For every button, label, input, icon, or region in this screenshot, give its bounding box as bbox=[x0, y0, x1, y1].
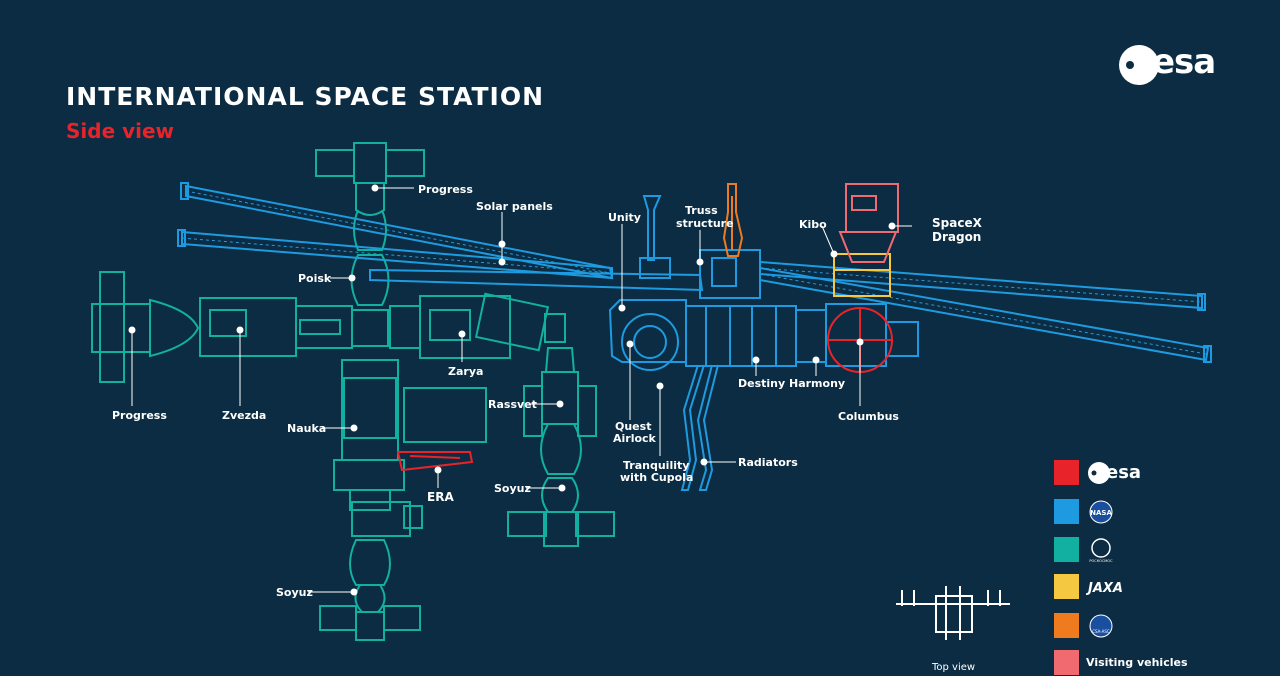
label-harmony: Harmony bbox=[789, 377, 846, 390]
label-tranquility-2: with Cupola bbox=[620, 471, 694, 484]
label-soyuz-mid: Soyuz bbox=[494, 482, 531, 495]
label-spacex-1: SpaceX bbox=[932, 216, 982, 230]
spacex-dragon bbox=[838, 183, 899, 263]
label-solar-panels: Solar panels bbox=[476, 200, 553, 213]
label-top-view: Top view bbox=[932, 662, 976, 673]
nasa-logo-icon: NASA bbox=[1089, 500, 1113, 524]
label-destiny: Destiny bbox=[738, 377, 786, 390]
label-era: ERA bbox=[427, 490, 454, 504]
roscosmos-logo-icon: РОСКОСМОС bbox=[1089, 538, 1113, 563]
top-view-thumbnail bbox=[896, 586, 1010, 640]
label-quest-2: Airlock bbox=[613, 432, 656, 445]
label-poisk: Poisk bbox=[298, 272, 332, 285]
legend-swatch-visiting bbox=[1054, 650, 1079, 675]
legend-swatch-roscosmos bbox=[1054, 537, 1079, 562]
esa-logo-text: esa bbox=[1152, 42, 1216, 82]
legend-roscosmos-text: РОСКОСМОС bbox=[1089, 559, 1113, 563]
page-title: INTERNATIONAL SPACE STATION bbox=[66, 82, 545, 111]
csa-logo-icon: CSA-ASC bbox=[1089, 614, 1113, 638]
legend-swatch-nasa bbox=[1054, 499, 1079, 524]
legend-visiting-text: Visiting vehicles bbox=[1086, 656, 1188, 669]
kibo-module bbox=[833, 253, 891, 297]
label-nauka: Nauka bbox=[287, 422, 327, 435]
legend-swatch-jaxa bbox=[1054, 574, 1079, 599]
label-tranquility-1: Tranquility bbox=[623, 459, 690, 472]
jaxa-logo-icon: JAXA bbox=[1086, 581, 1123, 596]
label-spacex-2: Dragon bbox=[932, 230, 982, 244]
esa-logo-icon bbox=[1119, 45, 1159, 85]
label-quest-1: Quest bbox=[615, 420, 652, 433]
legend-esa-text: esa bbox=[1106, 462, 1142, 483]
esa-logo-icon bbox=[1088, 462, 1110, 484]
label-zvezda: Zvezda bbox=[222, 409, 267, 422]
legend-swatch-esa bbox=[1054, 460, 1079, 485]
label-zarya: Zarya bbox=[448, 365, 484, 378]
label-unity: Unity bbox=[608, 211, 641, 224]
label-kibo: Kibo bbox=[799, 218, 827, 231]
label-progress-top: Progress bbox=[418, 183, 473, 196]
legend-jaxa-text: JAXA bbox=[1086, 581, 1123, 596]
leader-lines bbox=[128, 184, 912, 596]
label-truss-1: Truss bbox=[685, 204, 718, 217]
canadarm bbox=[722, 183, 744, 257]
us-segment bbox=[369, 195, 919, 491]
label-rassvet: Rassvet bbox=[488, 398, 537, 411]
label-radiators: Radiators bbox=[738, 456, 798, 469]
label-columbus: Columbus bbox=[838, 410, 899, 423]
russian-segment bbox=[91, 142, 615, 641]
legend-swatch-csa bbox=[1054, 613, 1079, 638]
label-truss-2: structure bbox=[676, 217, 734, 230]
label-progress-left: Progress bbox=[112, 409, 167, 422]
legend-nasa-text: NASA bbox=[1090, 509, 1112, 517]
label-soyuz-bottom: Soyuz bbox=[276, 586, 313, 599]
page-subtitle: Side view bbox=[66, 119, 175, 143]
legend-csa-text: CSA-ASC bbox=[1092, 629, 1110, 634]
